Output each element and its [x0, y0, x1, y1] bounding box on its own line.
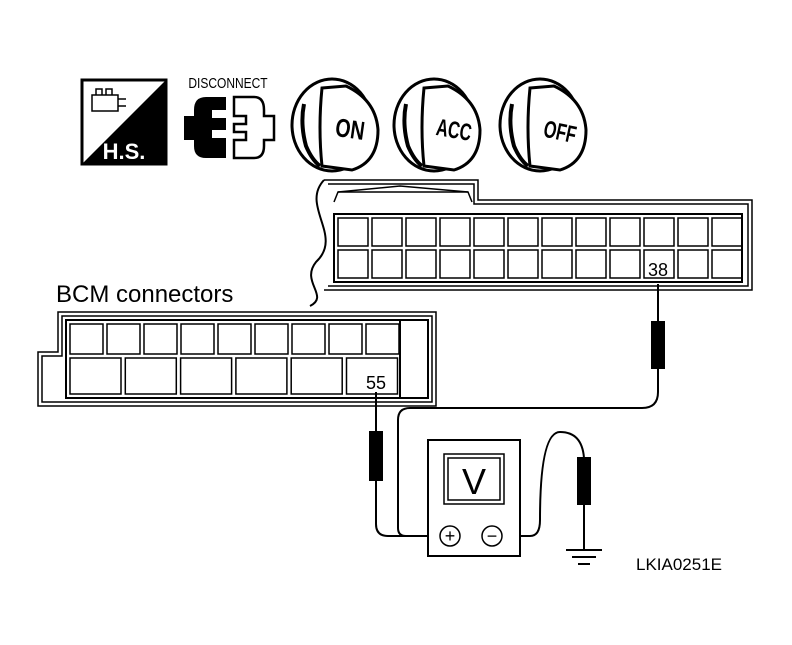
upper-terminal-cell: [405, 249, 437, 279]
ignition-off-label: OFF: [541, 116, 579, 149]
lower-terminal-cell: [291, 323, 326, 355]
hs-label: H.S.: [103, 139, 146, 164]
ignition-acc-label: ACC: [434, 114, 474, 147]
bcm-connectors-title: BCM connectors: [56, 281, 233, 308]
lower-terminal-cell: [365, 323, 400, 355]
voltmeter-unit: V: [462, 461, 486, 502]
positive-terminal-label: +: [445, 526, 456, 546]
lower-connector: [37, 311, 437, 407]
lower-terminal-cell: [345, 357, 399, 395]
lower-terminal-cell: [180, 323, 215, 355]
ignition-off-icon: OFF: [498, 77, 588, 173]
disconnect-icon: DISCONNECT: [184, 75, 276, 160]
lower-terminal-cell: [290, 357, 343, 395]
terminal-55-label: 55: [366, 373, 386, 393]
figure-code: LKIA0251E: [636, 555, 722, 574]
upper-terminal-cell: [609, 249, 641, 279]
probe-wires: [369, 284, 665, 544]
ignition-acc-icon: ACC: [392, 77, 482, 173]
upper-terminal-cell: [439, 217, 471, 247]
lower-terminal-cell: [328, 323, 363, 355]
ignition-on-label: ON: [334, 112, 367, 145]
disconnect-label: DISCONNECT: [188, 75, 267, 92]
lower-terminal-cell: [217, 323, 252, 355]
lower-terminal-cell: [254, 323, 289, 355]
positive-terminal-icon: [439, 525, 461, 547]
upper-terminal-cell: [473, 249, 505, 279]
upper-terminal-cell: [677, 249, 709, 279]
negative-terminal-label: −: [487, 526, 498, 546]
lower-terminal-cell: [69, 323, 104, 355]
lower-terminal-cell: [106, 323, 141, 355]
upper-terminal-cell: [371, 249, 403, 279]
upper-terminal-cell: [575, 249, 607, 279]
upper-terminal-cell: [711, 217, 743, 247]
ignition-on-icon: ON: [290, 77, 380, 173]
lower-terminal-cell: [143, 323, 178, 355]
upper-terminal-cell: [643, 249, 675, 279]
voltmeter: V + −: [427, 439, 521, 557]
upper-terminal-cell: [439, 249, 471, 279]
negative-terminal-icon: [481, 525, 503, 547]
upper-terminal-cell: [643, 217, 675, 247]
upper-terminal-cell: [473, 217, 505, 247]
upper-terminal-cell: [711, 249, 743, 279]
upper-terminal-cell: [507, 217, 539, 247]
upper-terminal-cell: [371, 217, 403, 247]
ground-icon: [566, 544, 602, 565]
lower-terminal-cell: [69, 357, 122, 395]
upper-terminal-cell: [677, 217, 709, 247]
harness-side-icon: H.S.: [80, 78, 168, 166]
upper-terminal-cell: [337, 249, 369, 279]
upper-terminal-cell: [507, 249, 539, 279]
lower-terminal-cell: [179, 357, 233, 395]
upper-terminal-cell: [575, 217, 607, 247]
upper-terminal-cell: [609, 217, 641, 247]
lower-terminal-cell: [235, 357, 288, 395]
upper-terminal-cell: [541, 217, 573, 247]
lower-terminal-cell: [124, 357, 178, 395]
upper-terminal-cell: [541, 249, 573, 279]
upper-connector: [309, 179, 753, 307]
upper-terminal-cell: [405, 217, 437, 247]
upper-terminal-cell: [337, 217, 369, 247]
terminal-38-label: 38: [648, 260, 668, 280]
